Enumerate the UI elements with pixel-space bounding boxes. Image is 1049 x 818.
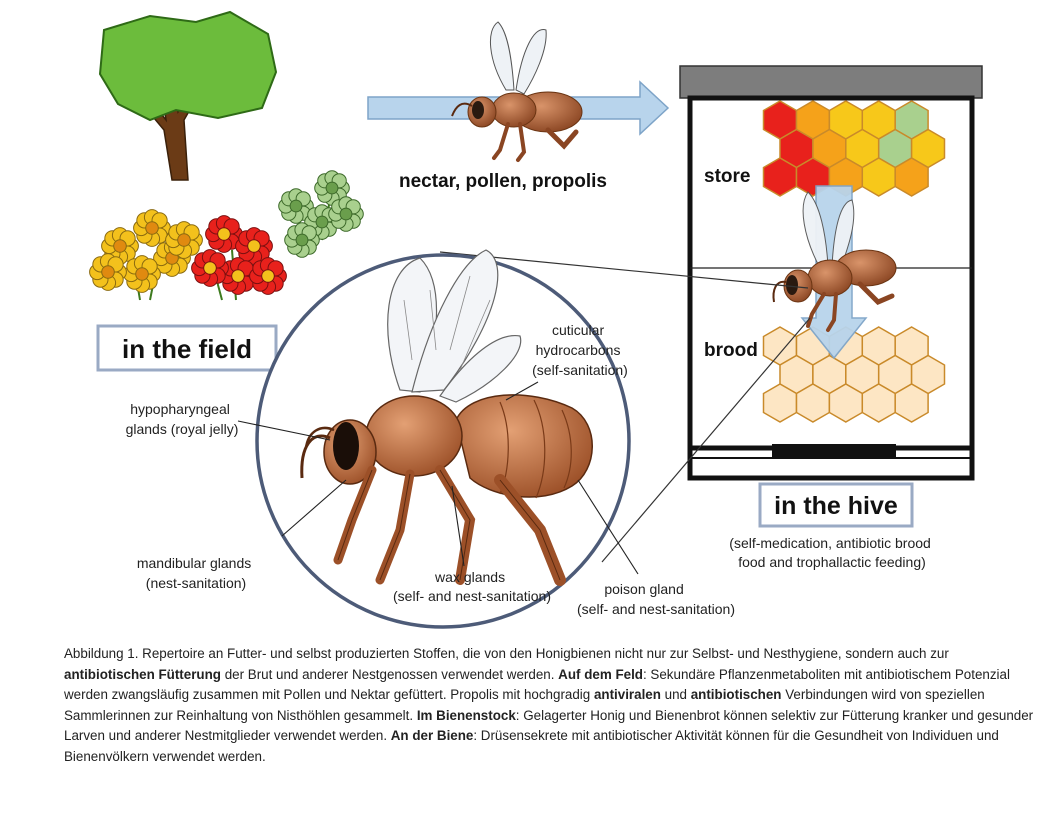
- caption-emphasis: antiviralen: [594, 687, 661, 702]
- caption-emphasis: Im Bienenstock: [417, 708, 516, 723]
- caption-text: der Brut und anderer Nestgenossen verwen…: [221, 667, 558, 682]
- in-the-field-box: in the field: [98, 326, 276, 370]
- caption-emphasis: antibiotischen Fütterung: [64, 667, 221, 682]
- store-honeycomb: [764, 101, 945, 196]
- flower: [250, 258, 287, 295]
- flying-bee: [452, 22, 582, 160]
- in-the-hive-box: in the hive: [760, 484, 912, 526]
- figure-caption: Abbildung 1. Repertoire an Futter- und s…: [64, 644, 1039, 767]
- caption-emphasis: Auf dem Feld: [558, 667, 643, 682]
- flower: [192, 250, 229, 287]
- caption-text: und: [661, 687, 691, 702]
- store-label: store: [704, 166, 750, 187]
- bee-antibiotics-diagram: in the field nectar, pollen, propolis st…: [0, 0, 1049, 640]
- brood-label: brood: [704, 340, 758, 361]
- caption-emphasis: An der Biene: [391, 728, 474, 743]
- flower: [166, 222, 203, 259]
- in-the-hive-label: in the hive: [774, 492, 898, 520]
- flower: [285, 223, 320, 258]
- flower: [124, 256, 161, 293]
- mandibular-glands-label: mandibular glands (nest-sanitation): [137, 555, 255, 591]
- in-the-field-label: in the field: [122, 334, 252, 364]
- hive-note: (self-medication, antibiotic brood food …: [729, 535, 934, 570]
- caption-text: Abbildung 1. Repertoire an Futter- und s…: [64, 646, 949, 661]
- flower: [329, 197, 364, 232]
- hypopharyngeal-glands-label: hypopharyngeal glands (royal jelly): [126, 401, 239, 437]
- flower: [134, 210, 171, 247]
- tree: [100, 12, 276, 180]
- flowers: [90, 171, 364, 300]
- caption-emphasis: antibiotischen: [691, 687, 782, 702]
- transport-label: nectar, pollen, propolis: [399, 171, 607, 192]
- poison-gland-label: poison gland (self- and nest-sanitation): [577, 581, 735, 617]
- flower: [90, 254, 127, 291]
